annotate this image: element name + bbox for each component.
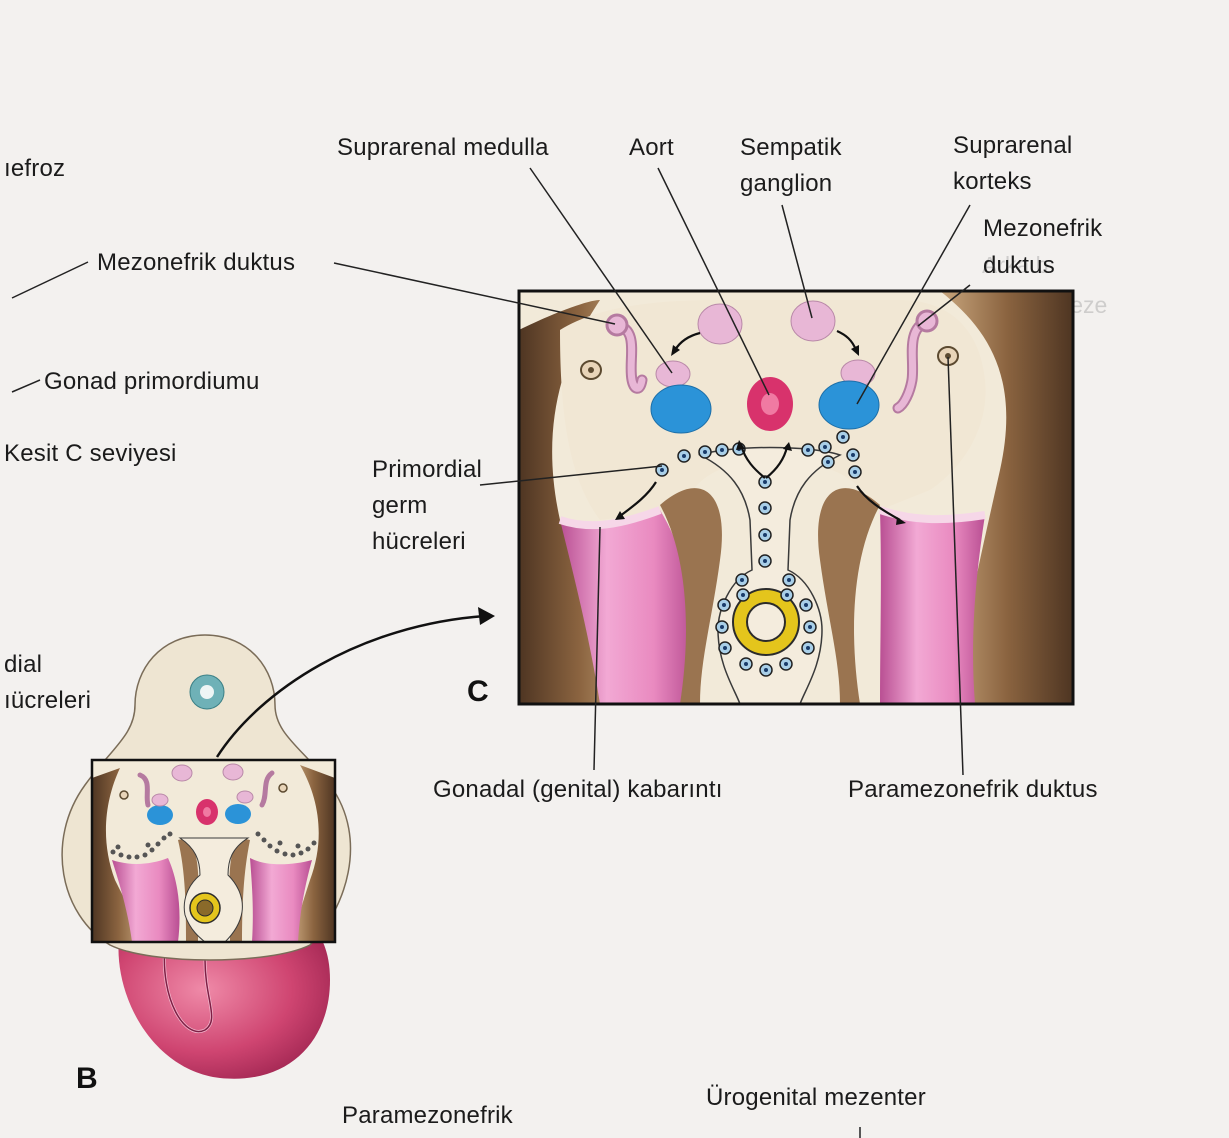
label-kesit-c: Kesit C seviyesi bbox=[4, 437, 177, 471]
label-korteks: korteks bbox=[953, 165, 1032, 199]
label-dial: dial bbox=[4, 648, 42, 682]
panel-b-letter: B bbox=[76, 1062, 98, 1096]
label-suprarenal: Suprarenal bbox=[953, 129, 1072, 163]
label-germ: germ bbox=[372, 489, 427, 523]
label-sempatik: Sempatik bbox=[740, 131, 842, 165]
label-gonad-primordiumu: Gonad primordiumu bbox=[44, 365, 260, 399]
panel-c bbox=[519, 291, 1073, 704]
label-mezonefrik-right: Mezonefrik bbox=[983, 212, 1102, 246]
label-hucreleri-left: ıücreleri bbox=[4, 684, 91, 718]
label-suprarenal-medulla: Suprarenal medulla bbox=[337, 131, 549, 165]
label-nefroz: ıefroz bbox=[4, 152, 65, 186]
label-paramezonefrik-bottom: Paramezonefrik bbox=[342, 1099, 513, 1133]
panel-c-letter: C bbox=[467, 675, 489, 709]
label-primordial: Primordial bbox=[372, 453, 482, 487]
suprarenal-cortex-right bbox=[819, 381, 879, 429]
label-aort: Aort bbox=[629, 131, 674, 165]
label-gonadal-kabarinti: Gonadal (genital) kabarıntı bbox=[433, 773, 723, 807]
label-hucreleri: hücreleri bbox=[372, 525, 466, 559]
label-paramezonefrik-duktus: Paramezonefrik duktus bbox=[848, 773, 1098, 807]
suprarenal-cortex-left bbox=[651, 385, 711, 433]
label-ganglion: ganglion bbox=[740, 167, 832, 201]
label-urogenital-mezenter: Ürogenital mezenter bbox=[706, 1081, 926, 1115]
sympathetic-ganglion-right bbox=[791, 301, 835, 341]
panel-b bbox=[62, 635, 350, 1079]
label-mezonefrik-left: Mezonefrik duktus bbox=[97, 246, 295, 280]
right-gonadal-ridge bbox=[880, 510, 985, 704]
sympathetic-ganglion-left bbox=[698, 304, 742, 344]
label-duktus-right: duktus bbox=[983, 249, 1055, 283]
suprarenal-medulla-left bbox=[656, 361, 690, 387]
